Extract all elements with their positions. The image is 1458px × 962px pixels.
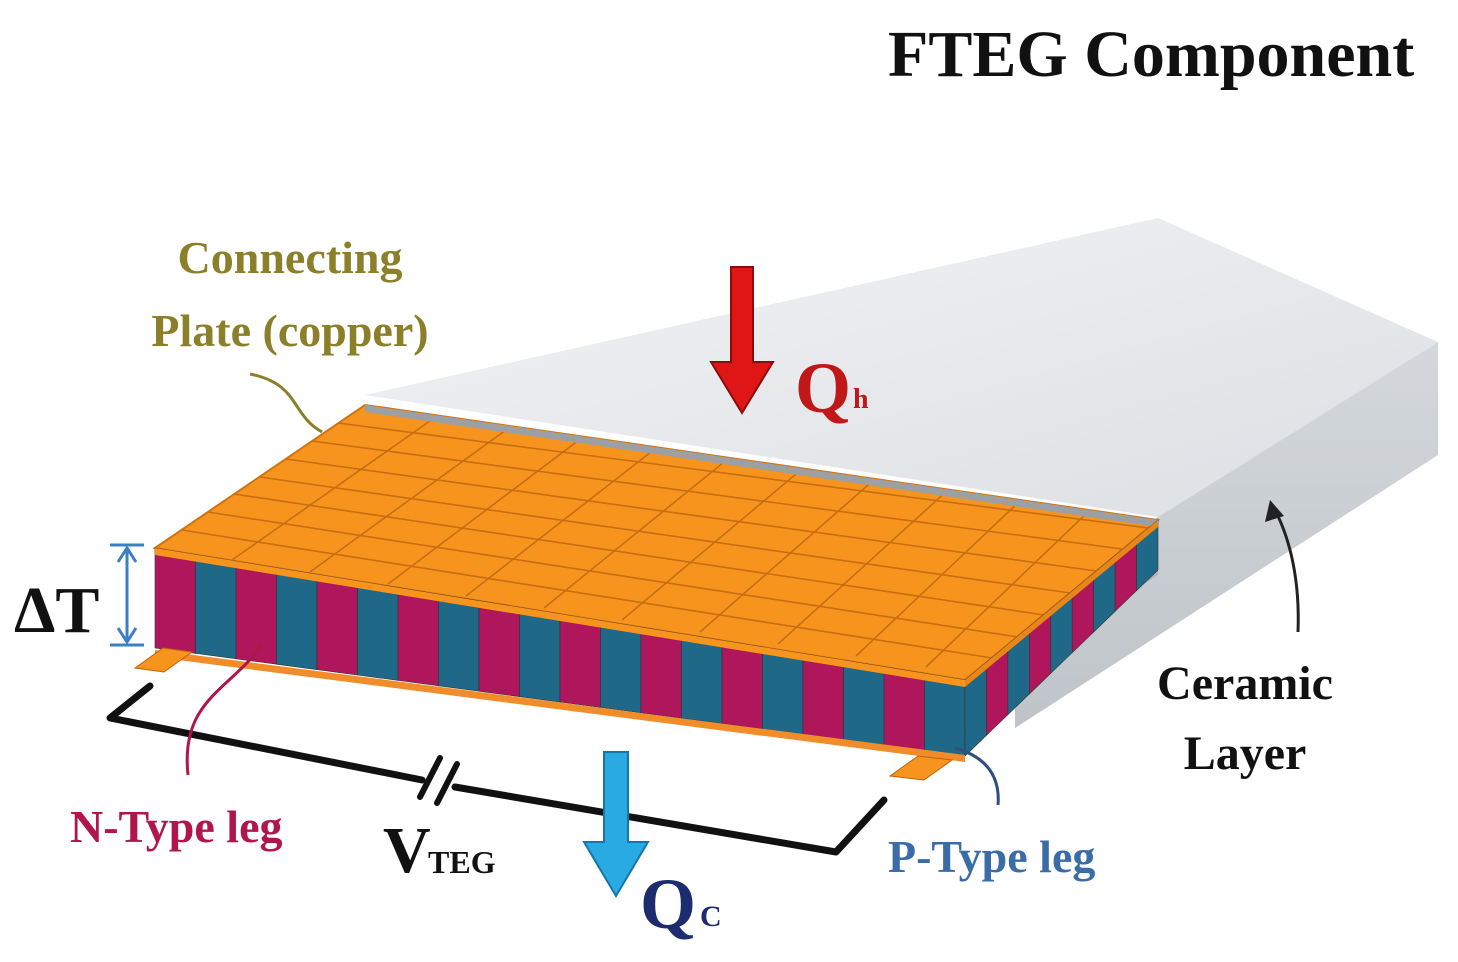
ceramic-leader-arrow [1265,500,1300,633]
voltage-symbol: V [383,814,431,887]
n-type-leader-line [185,644,264,776]
ceramic-layer-label-line1: Ceramic [1157,657,1333,710]
n-type-leg [478,600,520,697]
heat-out-symbol: Q [640,864,697,944]
heat-out-arrow [582,751,650,898]
voltage-subscript: TEG [428,844,496,880]
n-type-leg [397,587,439,687]
copper-plate-back-edge [365,405,1158,527]
p-type-leg [438,593,480,692]
n-type-leg [802,653,844,741]
ceramic-top-face [365,218,1438,517]
p-type-leg [843,659,885,746]
n-type-leg [316,574,358,676]
p-type-leg [357,580,399,681]
p-type-leg [276,567,318,670]
heat-out-subscript: C [700,900,722,933]
ceramic-right-face [1015,342,1438,728]
circuit-wire [106,682,888,856]
n-type-leg [154,547,196,654]
copper-plate [152,403,1161,682]
battery-symbol [417,755,460,806]
heat-in-symbol: Q [795,348,852,428]
ceramic-layer-label-line2: Layer [1183,727,1307,780]
n-type-leg [721,640,763,730]
n-type-leg-label: N-Type leg [70,801,283,852]
right-terminal [888,755,954,781]
p-type-leg [195,554,237,660]
p-type-leg [519,607,561,703]
copper-front-strip [155,548,965,687]
copper-grid [181,415,1149,668]
n-type-leg [559,613,601,708]
n-type-leg [235,560,277,665]
plate-leader-line [249,372,323,434]
p-type-leg-label: P-Type leg [888,831,1096,882]
front-leg-row [154,547,966,757]
p-type-leader-line [954,746,1000,806]
copper-side-strip [965,520,1158,687]
n-type-leg [640,626,682,719]
copper-bottom-strip [155,650,965,762]
connecting-plate-label-line2: Plate (copper) [151,305,429,356]
delta-t-bracket [110,543,144,647]
p-type-leg [600,620,642,714]
connecting-plate-label-line1: Connecting [177,232,403,283]
heat-in-arrow [709,266,775,415]
delta-t-label: ΔT [14,574,100,647]
diagram-title: FTEG Component [888,18,1415,91]
p-type-leg [681,633,723,724]
heat-in-subscript: h [853,384,869,415]
p-type-leg [762,646,804,735]
left-terminal [133,647,194,673]
